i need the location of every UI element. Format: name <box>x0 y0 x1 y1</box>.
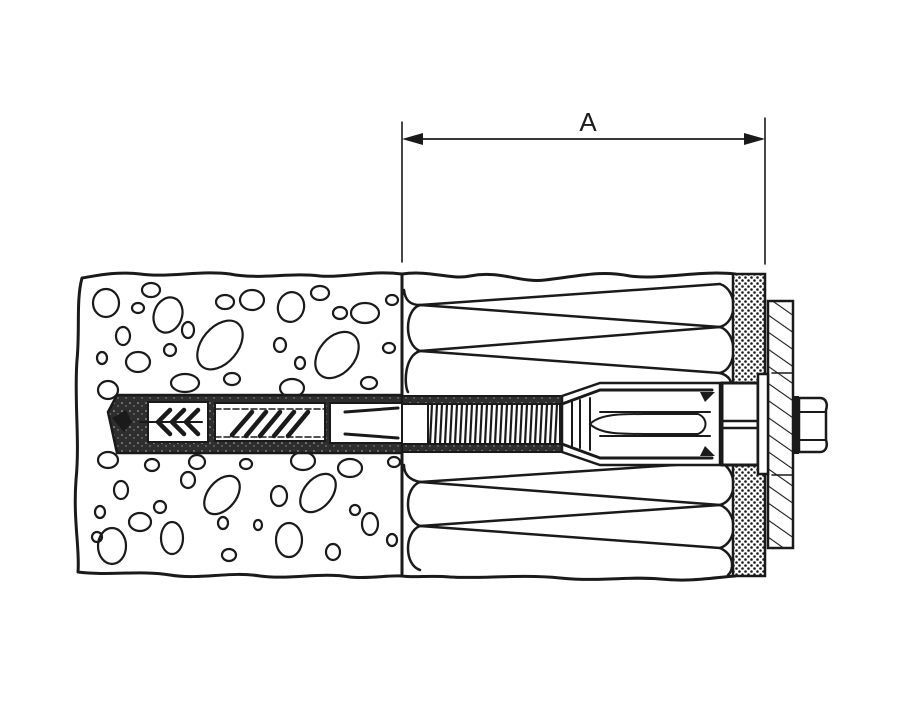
threaded-rod <box>401 395 563 453</box>
cone-sleeve <box>560 381 722 467</box>
dimension-a: A <box>401 107 766 265</box>
arrowhead-left-icon <box>402 133 423 145</box>
expansion-sleeve <box>106 393 404 455</box>
anchor-assembly <box>106 372 828 476</box>
arrowhead-right-icon <box>744 133 765 145</box>
concrete-substrate <box>73 271 404 580</box>
fixture-plate <box>766 299 795 550</box>
spacer-washer <box>720 372 770 476</box>
hex-nut-icon <box>793 396 828 454</box>
dimension-label: A <box>579 107 597 137</box>
